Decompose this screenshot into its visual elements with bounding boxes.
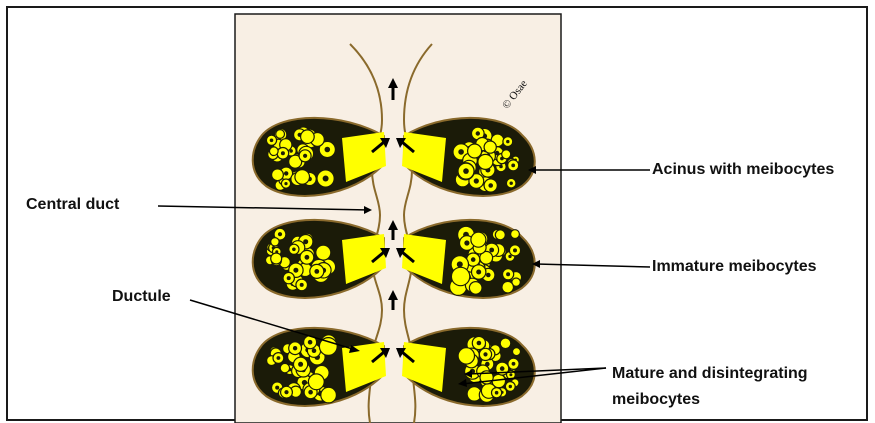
cell-nucleus [293, 268, 298, 273]
cell-nucleus [312, 348, 317, 353]
meibocyte-cell [451, 267, 469, 285]
cell-nucleus [464, 240, 469, 245]
cell-nucleus [500, 366, 505, 371]
meibocyte-cell [495, 230, 505, 240]
cell-nucleus [506, 140, 509, 143]
cell-nucleus [308, 390, 313, 395]
cell-nucleus [284, 171, 288, 175]
cell-nucleus [477, 341, 482, 346]
meibocyte-cell [500, 338, 511, 349]
cell-nucleus [281, 151, 285, 155]
meibocyte-cell [321, 387, 337, 403]
cell-nucleus [510, 182, 513, 185]
cell-nucleus [476, 131, 480, 135]
meibocyte-cell [469, 282, 482, 295]
cell-nucleus [474, 178, 479, 183]
meibocyte-cell [276, 130, 285, 139]
meibocyte-cell [478, 154, 493, 169]
cell-nucleus [293, 346, 297, 350]
cell-nucleus [303, 154, 307, 158]
meibocyte-cell [271, 253, 282, 264]
cell-nucleus [458, 149, 464, 155]
meibocyte-cell [295, 170, 310, 185]
cell-nucleus [278, 232, 282, 236]
cell-nucleus [488, 183, 493, 188]
meibocyte-cell [272, 169, 284, 181]
cell-nucleus [314, 269, 319, 274]
meibocyte-cell [271, 238, 279, 246]
cell-nucleus [277, 356, 281, 360]
cell-nucleus [476, 270, 481, 275]
meibocyte-cell [458, 348, 474, 364]
cell-nucleus [489, 248, 494, 253]
cell-nucleus [506, 272, 510, 276]
cell-nucleus [305, 255, 310, 260]
label-acinus: Acinus with meibocytes [652, 161, 834, 179]
cell-nucleus [300, 283, 304, 287]
cell-nucleus [495, 391, 499, 395]
meibocyte-cell [513, 348, 521, 356]
meibocyte-cell [511, 230, 520, 239]
cell-nucleus [463, 168, 469, 174]
label-ductule: Ductule [112, 288, 171, 306]
label-mature-meibocytes: Mature and disintegrating meibocytes [612, 361, 808, 413]
cell-nucleus [275, 386, 279, 390]
label-central-duct: Central duct [26, 196, 119, 214]
cell-nucleus [298, 362, 303, 367]
cell-nucleus [284, 390, 288, 394]
cell-nucleus [471, 257, 476, 262]
meibocyte-cell [502, 281, 514, 293]
cell-nucleus [270, 139, 274, 143]
meibocyte-cell [308, 374, 324, 390]
cell-nucleus [284, 182, 287, 185]
meibocyte-cell [471, 232, 486, 247]
cell-nucleus [457, 261, 463, 267]
meibocyte-cell [301, 130, 315, 144]
cell-nucleus [486, 273, 491, 278]
cell-nucleus [287, 276, 291, 280]
meibocyte-cell [280, 363, 289, 372]
meibocyte-cell [502, 150, 511, 159]
cell-nucleus [325, 147, 331, 153]
label-immature-meibocytes: Immature meibocytes [652, 258, 817, 276]
cell-nucleus [509, 373, 512, 376]
cell-nucleus [511, 164, 515, 168]
cell-nucleus [323, 176, 329, 182]
cell-nucleus [509, 385, 512, 388]
cell-nucleus [513, 248, 517, 252]
cell-nucleus [308, 340, 313, 345]
meibocyte-cell [316, 245, 331, 260]
cell-nucleus [483, 352, 487, 356]
meibocyte-cell [484, 141, 496, 153]
cell-nucleus [512, 362, 516, 366]
cell-nucleus [292, 248, 296, 252]
meibocyte-cell [270, 147, 279, 156]
meibocyte-cell [468, 144, 482, 158]
